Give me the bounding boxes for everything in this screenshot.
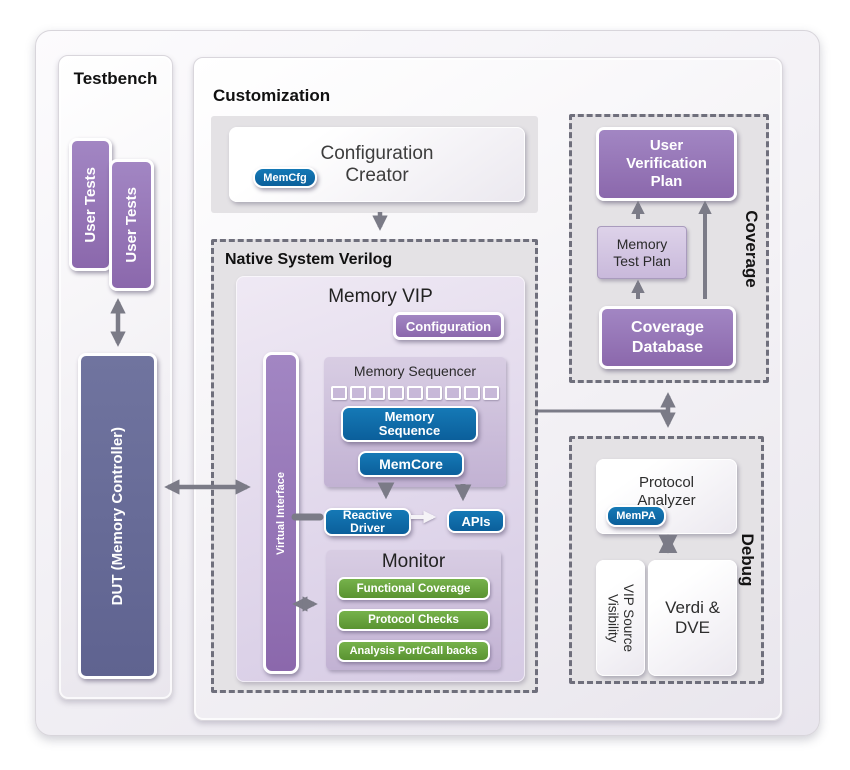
customization-title: Customization [213, 86, 331, 105]
apis-label: APIs [461, 513, 491, 529]
coverage-container: Coverage User Verification Plan Memory T… [569, 114, 769, 383]
sequencer-slot [426, 386, 442, 400]
native-system-verilog-container: Native System Verilog Memory VIP Configu… [211, 239, 538, 693]
user-tests-front-label: User Tests [123, 187, 140, 263]
coverage-database-box: Coverage Database [599, 306, 736, 369]
configuration-creator-container: Configuration Creator MemCfg [211, 116, 538, 213]
monitor-panel: Monitor Functional Coverage Protocol Che… [326, 550, 501, 670]
memcfg-badge: MemCfg [253, 167, 317, 188]
user-tests-back-label: User Tests [82, 166, 99, 243]
memory-sequence-label: Memory Sequence [378, 408, 441, 438]
functional-coverage-box: Functional Coverage [337, 577, 490, 600]
memory-sequencer-title: Memory Sequencer [353, 363, 477, 379]
coverage-database-label: Coverage Database [631, 319, 704, 356]
debug-label: Debug [738, 533, 757, 587]
verdi-dve-label: Verdi & DVE [665, 597, 720, 637]
memcore-box: MemCore [358, 451, 464, 477]
protocol-checks-label: Protocol Checks [368, 614, 459, 626]
protocol-analyzer-label: Protocol Analyzer [637, 473, 696, 509]
reactive-driver-label: Reactive Driver [342, 507, 393, 535]
memory-vip-title: Memory VIP [328, 286, 433, 307]
protocol-checks-box: Protocol Checks [337, 609, 490, 631]
configuration-creator-label: Configuration Creator [320, 142, 434, 186]
vip-source-visibility-label: VIP Source Visibility [605, 583, 637, 653]
sequencer-slot [369, 386, 385, 400]
configuration-creator-box: Configuration Creator MemCfg [229, 127, 525, 202]
sequencer-slot-row [324, 386, 506, 400]
sequencer-slot [483, 386, 499, 400]
sequencer-slot [388, 386, 404, 400]
sequencer-slot [350, 386, 366, 400]
functional-coverage-label: Functional Coverage [356, 582, 471, 595]
memory-test-plan-label: Memory Test Plan [613, 235, 671, 269]
vip-source-visibility-box: VIP Source Visibility [596, 560, 645, 676]
sequencer-slot [331, 386, 347, 400]
testbench-title: Testbench [73, 69, 158, 88]
configuration-button-label: Configuration [405, 318, 492, 334]
analysis-port-callbacks-label: Analysis Port/Call backs [349, 645, 478, 657]
user-tests-box-front: User Tests [109, 159, 154, 291]
mempa-badge-label: MemPA [616, 510, 656, 522]
virtual-interface-label: Virtual Interface [275, 471, 287, 555]
monitor-title: Monitor [381, 551, 446, 572]
sequencer-slot [407, 386, 423, 400]
mempa-badge: MemPA [606, 505, 666, 527]
memory-vip-panel: Memory VIP Configuration Virtual Interfa… [236, 276, 525, 682]
sequencer-slot [464, 386, 480, 400]
protocol-analyzer-box: Protocol Analyzer MemPA [596, 459, 737, 534]
user-verification-plan-label: User Verification Plan [626, 137, 707, 190]
testbench-panel: Testbench User Tests User Tests DUT (Mem… [58, 55, 173, 700]
customization-panel: Customization Configuration Creator MemC… [193, 57, 783, 721]
analysis-port-callbacks-box: Analysis Port/Call backs [337, 640, 490, 662]
memcore-label: MemCore [379, 456, 443, 472]
memory-sequence-box: Memory Sequence [341, 406, 478, 442]
memory-test-plan-box: Memory Test Plan [597, 226, 687, 279]
dut-label: DUT (Memory Controller) [109, 426, 126, 606]
reactive-driver-box: Reactive Driver [324, 508, 411, 536]
coverage-label: Coverage [742, 209, 761, 288]
apis-box: APIs [447, 509, 505, 533]
debug-container: Debug Protocol Analyzer MemPA VIP Source… [569, 436, 764, 684]
sequencer-slot [445, 386, 461, 400]
virtual-interface-bar: Virtual Interface [263, 352, 299, 674]
dut-box: DUT (Memory Controller) [78, 353, 157, 679]
memcfg-badge-label: MemCfg [263, 171, 307, 184]
memory-sequencer-panel: Memory Sequencer Memory Sequence [324, 357, 506, 487]
verdi-dve-box: Verdi & DVE [648, 560, 737, 676]
configuration-button: Configuration [393, 312, 504, 340]
user-tests-box-back: User Tests [69, 138, 112, 271]
native-system-verilog-title: Native System Verilog [225, 251, 393, 268]
user-verification-plan-box: User Verification Plan [596, 127, 737, 201]
